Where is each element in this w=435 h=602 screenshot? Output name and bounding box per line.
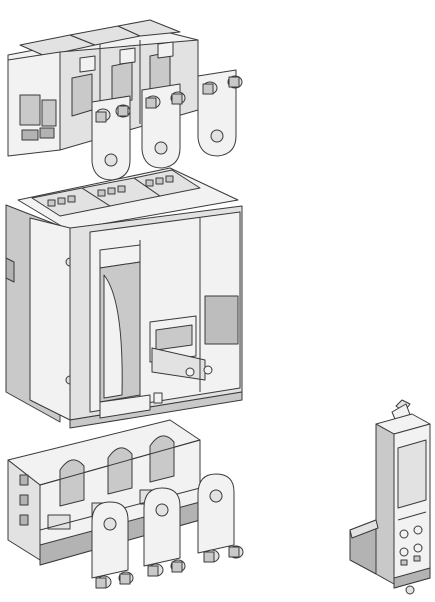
top-spreader-1 <box>91 95 131 181</box>
top-connection-spreaders <box>91 69 243 181</box>
trip-unit-module <box>349 399 431 595</box>
bottom-spreader-2 <box>143 487 186 577</box>
bottom-spreader-1 <box>91 501 134 589</box>
bottom-connection-spreaders <box>91 473 244 589</box>
top-spreader-2 <box>141 83 186 169</box>
circuit-breaker <box>5 167 243 429</box>
top-spreader-3 <box>197 69 243 157</box>
bottom-spreader-3 <box>197 473 244 563</box>
